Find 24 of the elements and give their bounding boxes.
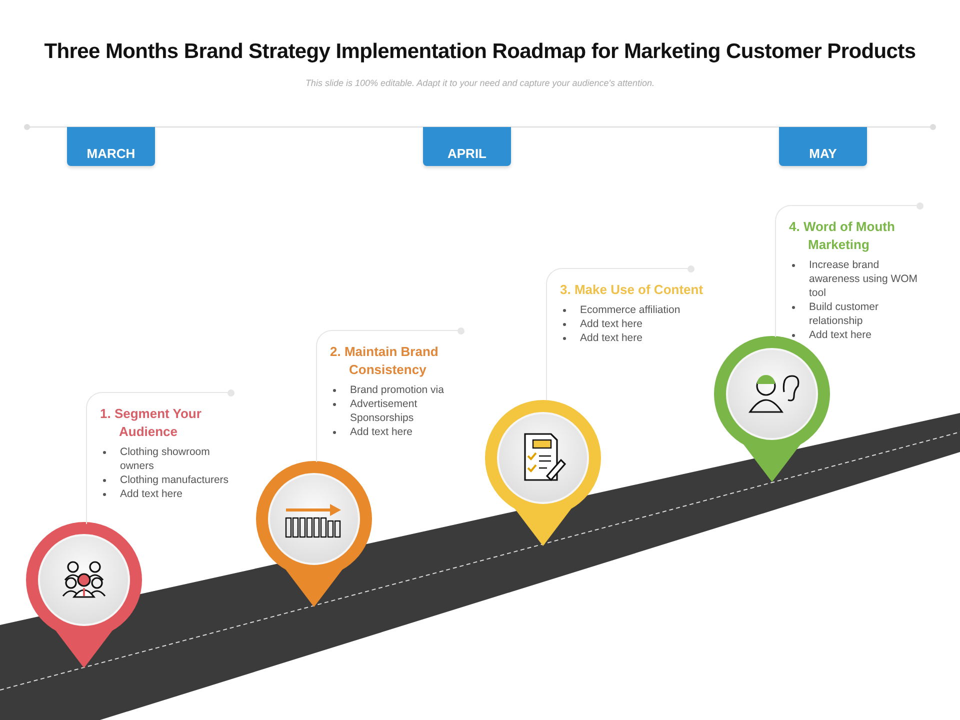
month-tab: APRIL <box>423 127 511 166</box>
step-card <box>316 330 461 462</box>
step-heading: 1. Segment Your Audience <box>100 405 202 441</box>
bullet-item: Add text here <box>580 317 644 331</box>
step-card <box>775 205 920 337</box>
bullet-item: Advertisement Sponsorships <box>350 397 418 425</box>
step-heading: 3. Make Use of Content <box>560 281 704 299</box>
month-tab: MAY <box>779 127 867 166</box>
subtitle-note: This slide is 100% editable. Adapt it to your need and capture your audience's attention. <box>304 78 656 88</box>
step-heading: 2. Maintain Brand Consistency <box>330 343 440 379</box>
slide-title: Three Months Brand Strategy Implementation Roadmap for Marketing Customer Products <box>43 40 917 64</box>
bullet-item: Clothing showroom owners <box>120 445 211 473</box>
bullet-item: Increase brand awareness using WOM tool <box>809 258 919 300</box>
bullet-item: Clothing manufacturers <box>120 473 230 487</box>
bullet-item: Ecommerce affiliation <box>580 303 682 317</box>
bullet-item: Add text here <box>120 487 184 501</box>
bullet-item: Build customer relationship <box>809 300 880 328</box>
month-tab: MARCH <box>67 127 155 166</box>
bullet-item: Brand promotion via <box>350 383 445 397</box>
step-heading: 4. Word of Mouth Marketing <box>789 218 896 254</box>
step-card <box>86 392 231 524</box>
bullet-item: Add text here <box>580 331 644 345</box>
bullet-item: Add text here <box>350 425 414 439</box>
bullet-item: Add text here <box>809 328 872 342</box>
